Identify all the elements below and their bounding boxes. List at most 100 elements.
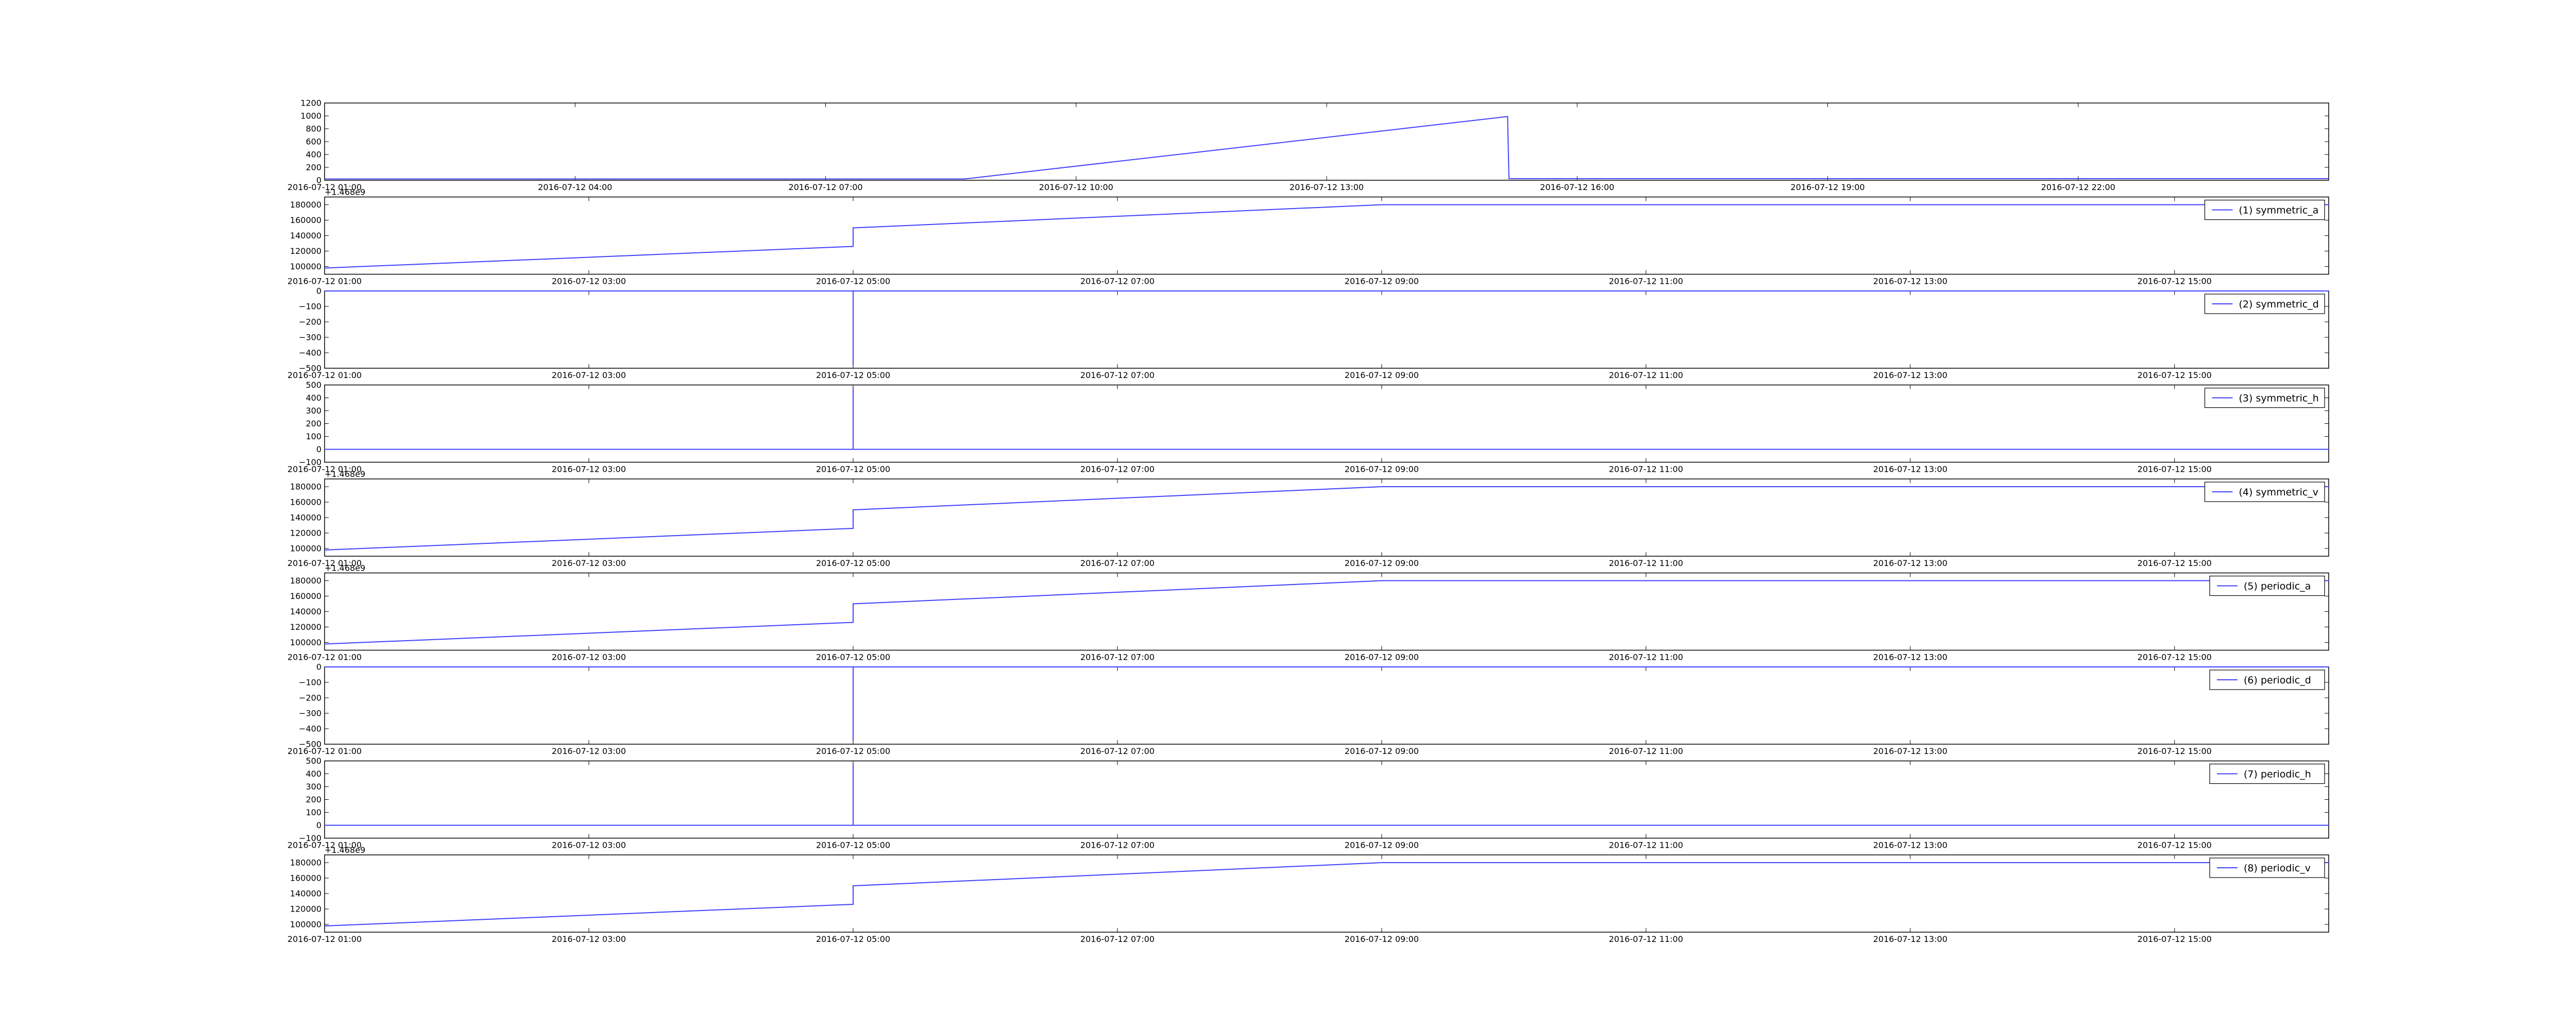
x-tick-label: 2016-07-12 19:00	[1790, 182, 1865, 192]
axis-offset-label: +1.468e9	[325, 469, 365, 479]
x-tick-label: 2016-07-12 04:00	[538, 182, 612, 192]
legend: (4) symmetric_v	[2204, 482, 2325, 502]
x-tick-label: 2016-07-12 01:00	[287, 840, 362, 850]
y-tick-label: −500	[299, 364, 321, 373]
y-tick-label: 140000	[290, 889, 321, 899]
x-tick-label: 2016-07-12 13:00	[1873, 746, 1947, 756]
y-tick-label: 0	[316, 820, 321, 830]
x-tick-label: 2016-07-12 05:00	[816, 934, 890, 944]
legend-label: (8) periodic_v	[2244, 863, 2311, 874]
y-tick-label: 120000	[290, 246, 321, 256]
x-tick-label: 2016-07-12 22:00	[2041, 182, 2115, 192]
series-line	[324, 204, 2329, 269]
x-tick-label: 2016-07-12 09:00	[1345, 934, 1419, 944]
series-line	[324, 486, 2329, 551]
x-tick-label: 2016-07-12 01:00	[287, 370, 362, 380]
x-tick-label: 2016-07-12 13:00	[1873, 558, 1947, 568]
axis-offset-label: +1.468e9	[325, 845, 365, 855]
y-tick-label: 600	[306, 137, 321, 147]
x-tick-label: 2016-07-12 01:00	[287, 653, 362, 662]
y-tick-label: −300	[299, 333, 321, 342]
y-tick-label: −100	[299, 302, 321, 312]
y-tick-label: 400	[306, 150, 321, 160]
y-tick-label: 200	[306, 419, 321, 428]
axis-offset-label: +1.468e9	[325, 563, 365, 573]
subplot-5: 1000001200001400001600001800002016-07-12…	[287, 563, 2329, 662]
y-tick-label: 100000	[290, 544, 321, 554]
y-tick-label: 180000	[290, 200, 321, 210]
x-tick-label: 2016-07-12 07:00	[1080, 558, 1155, 568]
y-tick-label: 200	[306, 163, 321, 173]
y-tick-label: 120000	[290, 904, 321, 914]
y-tick-label: 0	[316, 286, 321, 296]
y-tick-label: −100	[299, 833, 321, 843]
x-tick-label: 2016-07-12 03:00	[552, 370, 626, 380]
legend: (2) symmetric_d	[2204, 294, 2325, 314]
x-tick-label: 2016-07-12 13:00	[1873, 653, 1947, 662]
x-tick-label: 2016-07-12 11:00	[1609, 558, 1683, 568]
legend-label: (2) symmetric_d	[2239, 299, 2319, 310]
legend: (5) periodic_a	[2209, 575, 2325, 596]
x-tick-label: 2016-07-12 03:00	[552, 653, 626, 662]
legend-label: (6) periodic_d	[2244, 675, 2311, 686]
y-tick-label: 400	[306, 393, 321, 403]
legend-label: (7) periodic_h	[2244, 769, 2311, 780]
y-tick-label: −400	[299, 724, 321, 734]
x-tick-label: 2016-07-12 01:00	[287, 558, 362, 568]
x-tick-label: 2016-07-12 13:00	[1873, 465, 1947, 474]
legend-box	[2209, 763, 2325, 784]
legend-label: (1) symmetric_a	[2239, 205, 2319, 216]
x-tick-label: 2016-07-12 15:00	[2138, 653, 2212, 662]
y-tick-label: 200	[306, 795, 321, 804]
y-tick-label: 100	[306, 432, 321, 441]
y-tick-label: 1000	[300, 111, 321, 121]
x-tick-label: 2016-07-12 07:00	[1080, 746, 1155, 756]
y-tick-label: 160000	[290, 591, 321, 601]
y-tick-label: 160000	[290, 497, 321, 507]
legend-label: (5) periodic_a	[2244, 581, 2311, 592]
y-tick-label: 120000	[290, 528, 321, 538]
legend: (1) symmetric_a	[2204, 199, 2325, 220]
x-tick-label: 2016-07-12 01:00	[287, 934, 362, 944]
series-line	[325, 666, 2329, 741]
y-tick-label: 100000	[290, 920, 321, 930]
x-tick-label: 2016-07-12 03:00	[552, 558, 626, 568]
x-tick-label: 2016-07-12 15:00	[2138, 558, 2212, 568]
y-tick-label: 300	[306, 406, 321, 416]
x-tick-label: 2016-07-12 03:00	[552, 840, 626, 850]
legend: (6) periodic_d	[2209, 670, 2325, 690]
subplot-4: 1000001200001400001600001800002016-07-12…	[287, 469, 2329, 568]
x-tick-label: 2016-07-12 07:00	[1080, 840, 1155, 850]
y-tick-label: −200	[299, 317, 321, 327]
x-tick-label: 2016-07-12 03:00	[552, 465, 626, 474]
subplot-8: 1000001200001400001600001800002016-07-12…	[287, 845, 2329, 944]
axis-offset-label: +1.468e9	[325, 187, 365, 197]
x-tick-label: 2016-07-12 11:00	[1609, 934, 1683, 944]
subplot-1: 1000001200001400001600001800002016-07-12…	[287, 187, 2329, 286]
y-tick-label: 0	[316, 176, 321, 185]
x-tick-label: 2016-07-12 11:00	[1609, 370, 1683, 380]
x-tick-label: 2016-07-12 01:00	[287, 277, 362, 286]
x-tick-label: 2016-07-12 05:00	[816, 840, 890, 850]
x-tick-label: 2016-07-12 07:00	[788, 182, 862, 192]
y-tick-label: 140000	[290, 231, 321, 241]
y-tick-label: −300	[299, 709, 321, 718]
x-tick-label: 2016-07-12 07:00	[1080, 653, 1155, 662]
y-tick-label: 180000	[290, 858, 321, 868]
x-tick-label: 2016-07-12 09:00	[1345, 746, 1419, 756]
x-tick-label: 2016-07-12 05:00	[816, 465, 890, 474]
y-tick-label: 160000	[290, 215, 321, 225]
x-tick-label: 2016-07-12 11:00	[1609, 746, 1683, 756]
x-tick-label: 2016-07-12 15:00	[2138, 370, 2212, 380]
x-tick-label: 2016-07-12 09:00	[1345, 277, 1419, 286]
x-tick-label: 2016-07-12 05:00	[816, 558, 890, 568]
x-tick-label: 2016-07-12 09:00	[1345, 840, 1419, 850]
y-tick-label: 140000	[290, 513, 321, 523]
x-tick-label: 2016-07-12 05:00	[816, 746, 890, 756]
y-tick-label: −500	[299, 740, 321, 749]
x-tick-label: 2016-07-12 01:00	[287, 182, 362, 192]
